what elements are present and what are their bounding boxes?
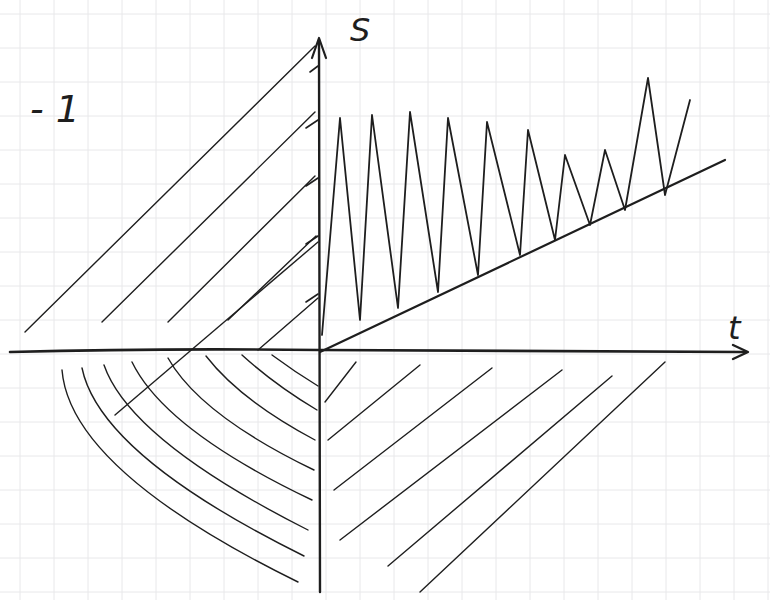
t-axis: [10, 349, 745, 352]
axis-arrow: [733, 345, 748, 359]
axis-label: S: [350, 14, 370, 46]
wavy-hatching: [322, 78, 690, 335]
axis-label: t: [728, 312, 741, 344]
s-axis: [319, 40, 320, 592]
axis-value: - 1: [30, 90, 80, 128]
hatching-lower-left: [62, 355, 318, 582]
hatching-upper-left: [25, 46, 318, 415]
axis-arrow: [312, 38, 326, 58]
hatching-lower-right: [325, 362, 665, 592]
